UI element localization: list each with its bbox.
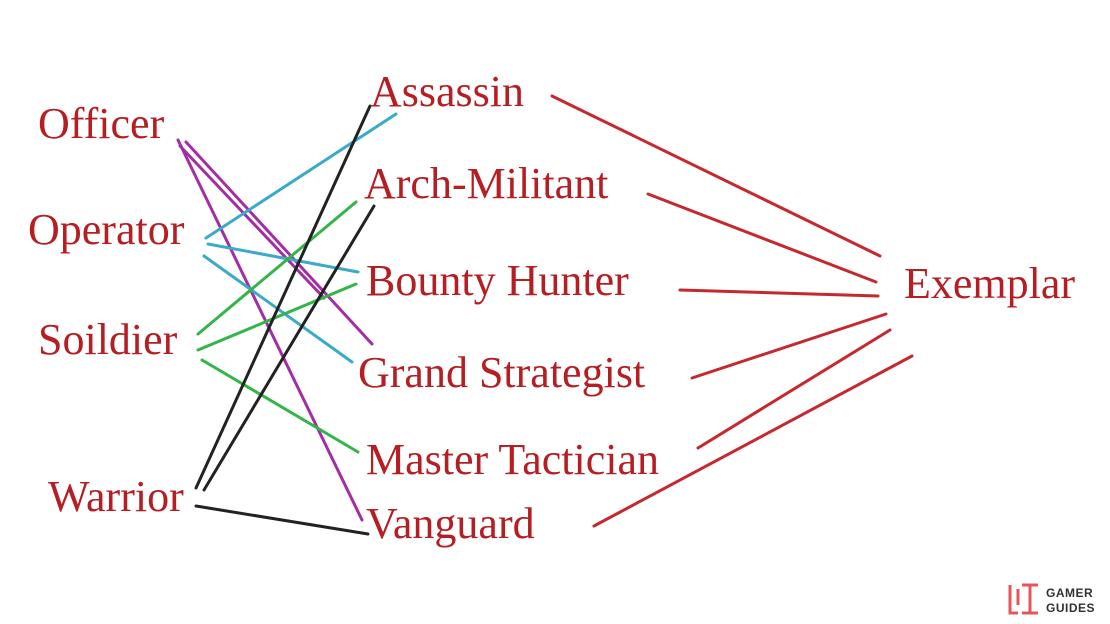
logo-text-gamer: GAMER xyxy=(1046,586,1093,600)
link-assassin-to-exemplar xyxy=(550,94,882,258)
node-soldier: Soildier xyxy=(38,315,178,364)
link-officer-to-vanguard xyxy=(176,138,364,522)
link-arch-militant-to-exemplar xyxy=(646,192,878,284)
link-soldier-to-master-tactician xyxy=(200,358,360,454)
link-officer-to-master-tactician xyxy=(178,144,326,300)
link-soldier-to-arch-militant xyxy=(196,200,358,336)
node-exemplar: Exemplar xyxy=(904,259,1075,308)
link-bounty-hunter-to-exemplar xyxy=(678,288,880,298)
link-vanguard-to-exemplar xyxy=(592,354,914,528)
labels-layer: Officer Operator Soildier Warrior Assass… xyxy=(28,67,1075,548)
logo-text-guides: GUIDES xyxy=(1046,601,1095,615)
node-master-tactician: Master Tactician xyxy=(366,435,659,484)
gamer-guides-logo-icon xyxy=(1008,583,1038,615)
link-warrior-to-arch-militant xyxy=(202,204,376,492)
node-operator: Operator xyxy=(28,205,185,254)
node-warrior: Warrior xyxy=(48,472,184,521)
node-officer: Officer xyxy=(38,99,165,148)
link-soldier-to-bounty-hunter xyxy=(196,282,358,352)
node-assassin: Assassin xyxy=(370,67,524,116)
link-operator-to-bounty-hunter xyxy=(206,242,360,274)
node-arch-militant: Arch-Militant xyxy=(364,159,608,208)
link-grand-strategist-to-exemplar xyxy=(690,312,888,380)
link-warrior-to-assassin xyxy=(194,104,372,490)
node-bounty-hunter: Bounty Hunter xyxy=(366,256,629,305)
node-vanguard: Vanguard xyxy=(366,499,535,548)
links-layer xyxy=(176,94,914,536)
link-master-tactician-to-exemplar xyxy=(696,328,892,450)
link-operator-to-assassin xyxy=(204,112,398,240)
link-officer-to-grand-strategist xyxy=(184,140,374,346)
gamer-guides-logo: GAMER GUIDES xyxy=(1008,583,1095,615)
node-grand-strategist: Grand Strategist xyxy=(358,348,645,397)
link-warrior-to-vanguard xyxy=(194,504,370,536)
